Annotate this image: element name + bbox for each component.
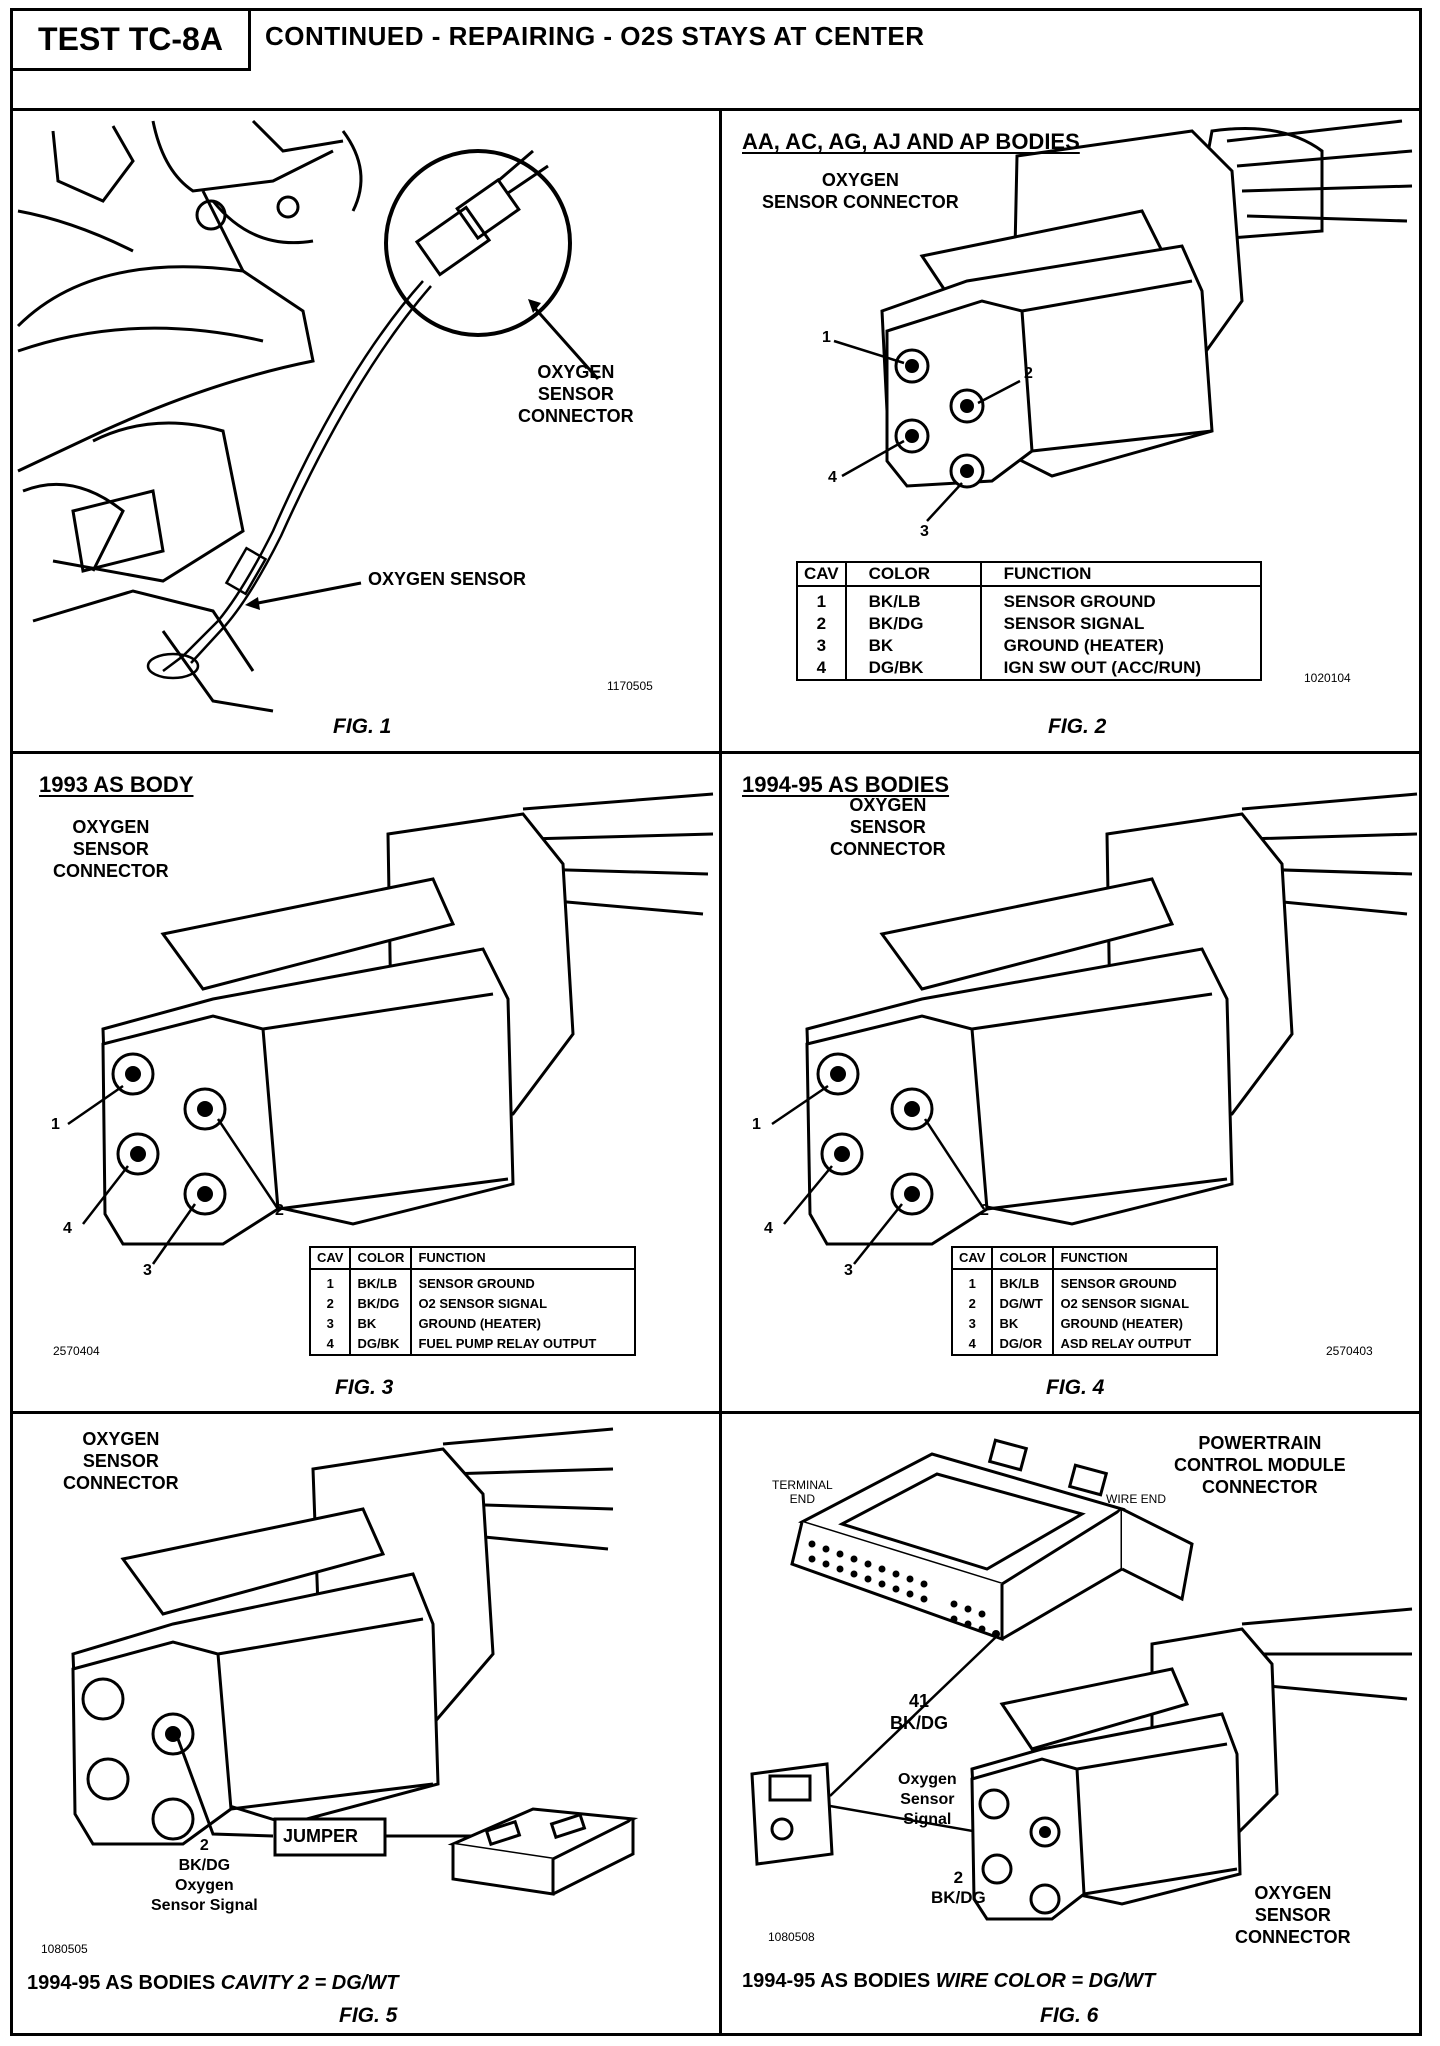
fig3-panel: 1993 AS BODY OXYGEN SENSOR CONNECTOR 1 2… bbox=[13, 751, 722, 1411]
fig4-panel: 1994-95 AS BODIES OXYGEN SENSOR CONNECTO… bbox=[722, 751, 1419, 1411]
column-header: CAV bbox=[950, 1246, 994, 1270]
pin-4-label: 4 bbox=[828, 469, 837, 486]
oxygen-sensor-connector-label: OXYGEN SENSOR CONNECTOR bbox=[53, 817, 169, 881]
column-header: COLOR bbox=[844, 561, 982, 587]
table-header-row: CAV COLOR FUNCTION bbox=[796, 561, 1262, 587]
jumper-label: JUMPER bbox=[283, 1826, 359, 1846]
table-header-row: CAV COLOR FUNCTION bbox=[950, 1246, 1219, 1270]
fig2-panel: AA, AC, AG, AJ AND AP BODIES OXYGEN SENS… bbox=[722, 111, 1419, 751]
pin-2-label: 2 bbox=[980, 1202, 989, 1219]
figure-ref: 1080505 bbox=[41, 1942, 88, 1956]
cavity-note: 1994-95 AS BODIES CAVITY 2 = DG/WT bbox=[27, 1972, 399, 1994]
engine-bay-illustration bbox=[16, 119, 600, 713]
column-header: FUNCTION bbox=[1052, 1246, 1219, 1270]
oxygen-sensor-connector-label: OXYGEN SENSOR CONNECTOR bbox=[830, 795, 946, 859]
figure-caption: FIG. 1 bbox=[333, 715, 392, 738]
page-title: CONTINUED - REPAIRING - O2S STAYS AT CEN… bbox=[265, 21, 925, 51]
connector-illustration bbox=[771, 792, 1418, 1265]
pin-3-label: 3 bbox=[844, 1262, 853, 1279]
figure-ref: 2570404 bbox=[53, 1344, 100, 1358]
header-bar: TEST TC-8A CONTINUED - REPAIRING - O2S S… bbox=[13, 11, 1419, 111]
pin-41-label: 41 BK/DG bbox=[890, 1691, 948, 1733]
pcm-connector-label: POWERTRAIN CONTROL MODULE CONNECTOR bbox=[1174, 1433, 1346, 1497]
figure-ref: 2570403 bbox=[1326, 1344, 1373, 1358]
figure-ref: 1080508 bbox=[768, 1930, 815, 1944]
column-header: COLOR bbox=[991, 1246, 1055, 1270]
panel-heading: 1994-95 AS BODIES bbox=[742, 772, 950, 797]
page-frame: TEST TC-8A CONTINUED - REPAIRING - O2S S… bbox=[10, 8, 1422, 2036]
pin-2-label: 2 bbox=[275, 1202, 284, 1219]
figure-caption: FIG. 5 bbox=[339, 2004, 398, 2027]
table-header-row: CAV COLOR FUNCTION bbox=[308, 1246, 637, 1270]
oxygen-sensor-connector-label: OXYGEN SENSOR CONNECTOR bbox=[762, 170, 959, 212]
figure-caption: FIG. 2 bbox=[1048, 715, 1107, 738]
test-id: TEST TC-8A bbox=[13, 11, 251, 71]
column-header: FUNCTION bbox=[979, 561, 1262, 587]
column-header: CAV bbox=[796, 561, 847, 587]
fig6-panel: POWERTRAIN CONTROL MODULE CONNECTOR TERM… bbox=[722, 1411, 1419, 2033]
figure-ref: 1170505 bbox=[607, 679, 653, 693]
pcm-connector-illustration bbox=[750, 1438, 1413, 1921]
figure-caption: FIG. 3 bbox=[335, 1376, 394, 1399]
oxygen-sensor-connector-label: OXYGEN SENSOR CONNECTOR bbox=[63, 1429, 179, 1493]
fig5-panel: OXYGEN SENSOR CONNECTOR JUMPER 2 BK/DG O… bbox=[13, 1411, 722, 2033]
pin-2-label: 2 BK/DG bbox=[931, 1868, 986, 1907]
oxygen-sensor-connector-label: OXYGEN SENSOR CONNECTOR bbox=[518, 362, 634, 426]
jumper-illustration bbox=[71, 1427, 639, 1896]
panel-heading: AA, AC, AG, AJ AND AP BODIES bbox=[742, 129, 1080, 154]
pin-2-label: 2 bbox=[1024, 365, 1033, 382]
oxygen-sensor-connector-label: OXYGEN SENSOR CONNECTOR bbox=[1235, 1883, 1351, 1947]
figure-ref: 1020104 bbox=[1304, 671, 1351, 685]
connector-illustration bbox=[833, 119, 1413, 522]
oxygen-sensor-label: OXYGEN SENSOR bbox=[368, 569, 527, 589]
panel-heading: 1993 AS BODY bbox=[39, 772, 194, 797]
figure-caption: FIG. 4 bbox=[1046, 1376, 1105, 1399]
pin-4-label: 4 bbox=[63, 1220, 72, 1237]
column-header: CAV bbox=[308, 1246, 352, 1270]
pin-1-label: 1 bbox=[822, 329, 831, 346]
terminal-end-label: TERMINAL END bbox=[772, 1478, 833, 1506]
wire-color-note: 1994-95 AS BODIES WIRE COLOR = DG/WT bbox=[742, 1970, 1156, 1992]
column-header: COLOR bbox=[349, 1246, 413, 1270]
pin-4-label: 4 bbox=[764, 1220, 773, 1237]
oxygen-sensor-signal-label: Oxygen Sensor Signal bbox=[898, 1771, 957, 1828]
column-header: FUNCTION bbox=[410, 1246, 637, 1270]
connector-illustration bbox=[67, 792, 714, 1265]
fig1-panel: OXYGEN SENSOR CONNECTOR OXYGEN SENSOR 11… bbox=[13, 111, 722, 751]
figure-caption: FIG. 6 bbox=[1040, 2004, 1099, 2027]
pin-3-label: 3 bbox=[143, 1262, 152, 1279]
pin-1-label: 1 bbox=[51, 1116, 60, 1133]
pin-2-signal-label: 2 BK/DG Oxygen Sensor Signal bbox=[151, 1837, 258, 1914]
pin-3-label: 3 bbox=[920, 523, 929, 540]
wire-end-label: WIRE END bbox=[1106, 1492, 1166, 1506]
pin-1-label: 1 bbox=[752, 1116, 761, 1133]
